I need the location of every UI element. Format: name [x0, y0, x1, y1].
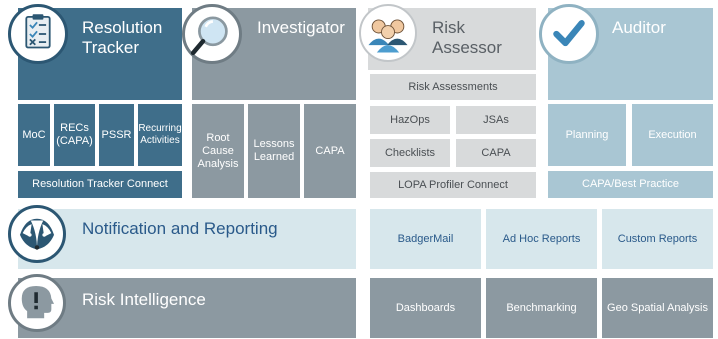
magnifier-icon	[182, 4, 242, 64]
badgermail-label: BadgerMail	[397, 232, 454, 245]
resolution-tracker-title-line2: Tracker	[82, 38, 139, 57]
notification-reporting-title: Notification and Reporting	[18, 209, 356, 269]
lessons-label-line1: Lessons	[253, 138, 295, 150]
recs-label-line1: RECs	[60, 122, 89, 134]
recurring-activities-tile[interactable]: Recurring Activities	[138, 104, 182, 166]
risk-assessor-capa-tile[interactable]: CAPA	[456, 139, 536, 167]
checklists-label: Checklists	[384, 146, 436, 159]
risk-assessments-tile[interactable]: Risk Assessments	[370, 74, 536, 100]
investigator-title-text: Investigator	[257, 18, 345, 37]
auditor-title: Auditor	[548, 8, 713, 100]
head-alert-icon	[8, 274, 66, 332]
pssr-tile[interactable]: PSSR	[99, 104, 134, 166]
capa-best-practice-label: CAPA/Best Practice	[582, 178, 679, 190]
checklists-tile[interactable]: Checklists	[370, 139, 450, 167]
badger-icon	[8, 205, 66, 263]
risk-intelligence-title-text: Risk Intelligence	[82, 290, 206, 309]
risk-assessor-title: Risk Assessor	[368, 8, 536, 70]
dashboards-label: Dashboards	[395, 301, 456, 314]
rca-label-line1: Root	[206, 131, 230, 144]
custom-reports-label: Custom Reports	[617, 232, 698, 245]
moc-tile[interactable]: MoC	[18, 104, 50, 166]
investigator-capa-tile[interactable]: CAPA	[304, 104, 356, 198]
recurring-label-line2: Activities	[140, 135, 180, 146]
jsas-tile[interactable]: JSAs	[456, 106, 536, 134]
lopa-profiler-connect-label: LOPA Profiler Connect	[398, 178, 508, 191]
jsas-label: JSAs	[483, 113, 509, 126]
lessons-learned-tile[interactable]: Lessons Learned	[248, 104, 300, 198]
auditor-title-text: Auditor	[612, 18, 666, 37]
resolution-tracker-connect-label: Resolution Tracker Connect	[32, 178, 168, 190]
planning-label: Planning	[565, 128, 609, 141]
geo-spatial-analysis-tile[interactable]: Geo Spatial Analysis	[602, 278, 713, 338]
risk-assessor-capa-label: CAPA	[481, 146, 511, 159]
ad-hoc-reports-label: Ad Hoc Reports	[502, 232, 581, 245]
rca-label-line3: Analysis	[197, 157, 239, 170]
custom-reports-tile[interactable]: Custom Reports	[602, 209, 713, 269]
notification-reporting-header[interactable]	[18, 209, 356, 269]
resolution-tracker-title: Resolution Tracker	[18, 8, 182, 100]
risk-intelligence-header[interactable]	[18, 278, 356, 338]
benchmarking-label: Benchmarking	[506, 301, 577, 314]
checkmark-icon	[539, 4, 599, 64]
resolution-tracker-connect-tile[interactable]: Resolution Tracker Connect	[18, 171, 182, 198]
hazops-label: HazOps	[390, 113, 430, 126]
clipboard-checklist-icon	[8, 4, 68, 64]
dashboards-tile[interactable]: Dashboards	[370, 278, 481, 338]
risk-assessor-title-line1: Risk	[432, 18, 466, 37]
risk-assessor-title-line2: Assessor	[432, 38, 502, 57]
investigator-title: Investigator	[192, 8, 356, 100]
recurring-label-line1: Recurring	[138, 123, 182, 134]
rca-label-line2: Cause	[202, 144, 234, 157]
recs-label-line2: (CAPA)	[56, 135, 93, 147]
benchmarking-tile[interactable]: Benchmarking	[486, 278, 597, 338]
lopa-profiler-connect-tile[interactable]: LOPA Profiler Connect	[370, 172, 536, 198]
resolution-tracker-title-line1: Resolution	[82, 18, 163, 37]
risk-intelligence-title: Risk Intelligence	[18, 278, 356, 338]
execution-label: Execution	[648, 128, 697, 141]
hazops-tile[interactable]: HazOps	[370, 106, 450, 134]
notification-reporting-title-text: Notification and Reporting	[82, 219, 278, 238]
people-group-icon	[359, 4, 417, 62]
pssr-label: PSSR	[101, 128, 132, 141]
planning-tile[interactable]: Planning	[548, 104, 626, 166]
root-cause-analysis-tile[interactable]: Root Cause Analysis	[192, 104, 244, 198]
moc-label: MoC	[22, 128, 46, 141]
recs-capa-tile[interactable]: RECs (CAPA)	[54, 104, 95, 166]
lessons-label-line2: Learned	[253, 151, 295, 163]
execution-tile[interactable]: Execution	[632, 104, 713, 166]
geo-spatial-analysis-label: Geo Spatial Analysis	[607, 301, 708, 314]
risk-assessments-label: Risk Assessments	[408, 80, 498, 93]
ad-hoc-reports-tile[interactable]: Ad Hoc Reports	[486, 209, 597, 269]
capa-best-practice-tile[interactable]: CAPA/Best Practice	[548, 171, 713, 198]
investigator-capa-label: CAPA	[315, 144, 345, 157]
badgermail-tile[interactable]: BadgerMail	[370, 209, 481, 269]
